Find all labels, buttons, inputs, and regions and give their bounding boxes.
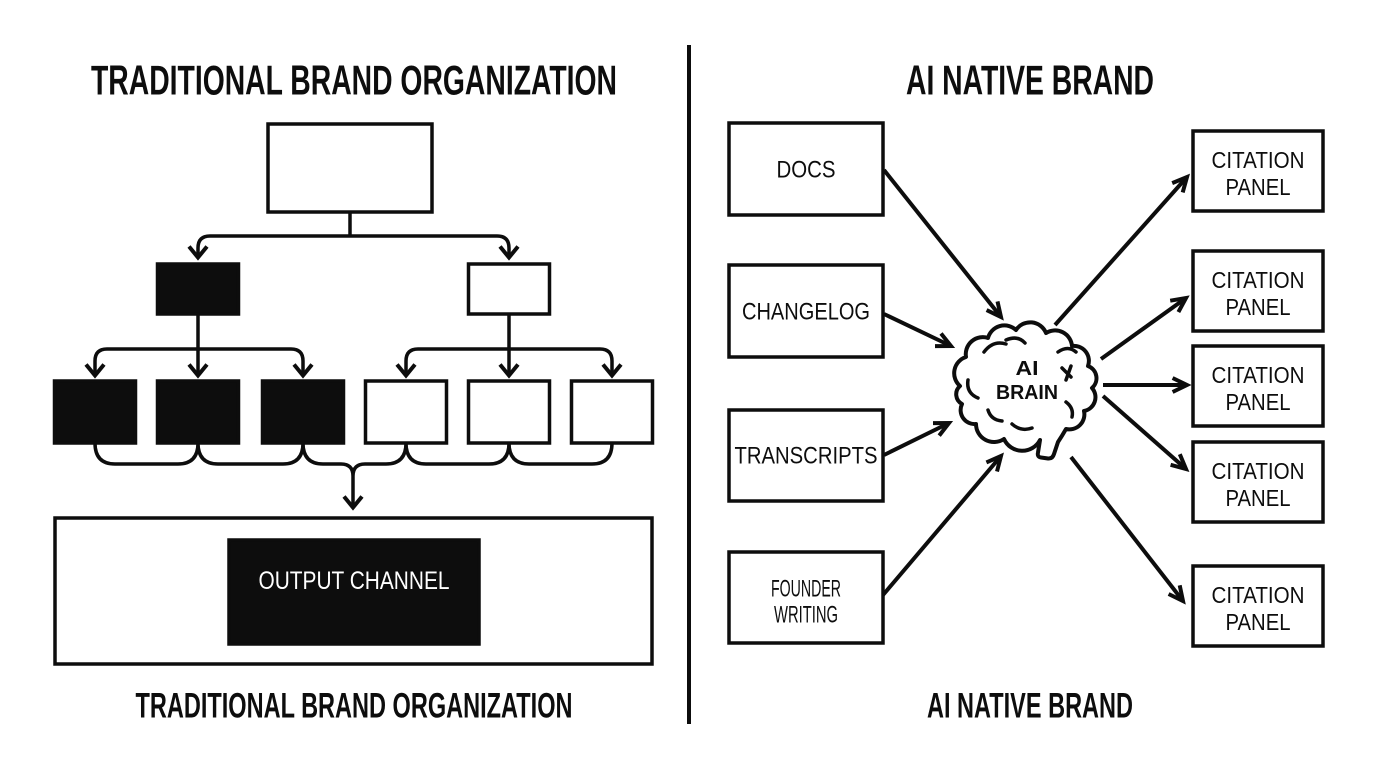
arrowhead-down-icon xyxy=(498,245,520,261)
citation-panel-label-line1: CITATION xyxy=(1212,147,1305,173)
right-title: AI NATIVE BRAND xyxy=(906,57,1154,104)
arrow-transcripts-to-brain xyxy=(883,420,954,457)
arrow-brain-to-panel-5 xyxy=(1069,455,1186,605)
citation-panel-label-line2: PANEL xyxy=(1226,174,1291,200)
citation-panel-5: CITATION PANEL xyxy=(1191,564,1325,648)
arrowhead-icon xyxy=(985,300,1004,321)
arrow-docs-to-brain xyxy=(882,168,1004,321)
arrow-founder-writing-to-brain xyxy=(881,452,1004,597)
arrowhead-icon xyxy=(985,452,1004,472)
org-manager-box-black xyxy=(155,262,241,316)
right-caption: AI NATIVE BRAND xyxy=(927,687,1133,726)
arrowhead-down-icon xyxy=(84,363,106,379)
citation-panel-label-line2: PANEL xyxy=(1226,485,1291,511)
source-label-docs: DOCS xyxy=(777,157,836,184)
arrow-changelog-to-brain xyxy=(883,312,956,349)
citation-panel-3: CITATION PANEL xyxy=(1191,344,1325,428)
source-label-transcripts: TRANSCRIPTS xyxy=(735,443,878,470)
citation-panel-label-line2: PANEL xyxy=(1226,389,1291,415)
citation-panel-4: CITATION PANEL xyxy=(1191,440,1325,524)
arrowhead-down-icon xyxy=(601,363,623,379)
source-label-founder: FOUNDER xyxy=(771,576,841,603)
left-caption: TRADITIONAL BRAND ORGANIZATION xyxy=(136,687,573,726)
arrow-brain-to-panel-4 xyxy=(1101,394,1190,473)
output-channel-label: OUTPUT CHANNEL xyxy=(259,567,450,595)
arrow-brain-to-panel-3 xyxy=(1103,376,1192,394)
source-box-transcripts xyxy=(727,408,885,503)
arrowhead-icon xyxy=(1169,295,1190,314)
citation-panel-2: CITATION PANEL xyxy=(1191,249,1325,333)
left-title: TRADITIONAL BRAND ORGANIZATION xyxy=(91,57,617,104)
source-box-founder-writing xyxy=(727,550,885,645)
org-manager-box-white xyxy=(466,262,552,316)
source-label-changelog: CHANGELOG xyxy=(742,299,870,326)
arrowhead-down-icon xyxy=(187,245,209,261)
output-channel-box xyxy=(227,538,481,646)
citation-panel-label-line1: CITATION xyxy=(1212,458,1305,484)
source-label-writing: WRITING xyxy=(774,602,838,629)
connector-workers-to-output xyxy=(93,442,614,506)
org-worker-box-2 xyxy=(155,379,241,445)
connector-root-to-managers xyxy=(196,212,511,257)
arrowhead-icon xyxy=(934,332,956,349)
source-box-docs xyxy=(727,121,885,217)
connector-left-manager-to-workers xyxy=(93,314,305,374)
arrowhead-icon xyxy=(1171,173,1191,193)
org-worker-box-1 xyxy=(52,379,138,445)
arrowhead-icon xyxy=(1167,584,1186,605)
arrowhead-icon xyxy=(1170,453,1190,473)
arrowhead-down-icon xyxy=(292,363,314,379)
org-worker-box-6 xyxy=(569,379,655,445)
org-worker-box-3 xyxy=(260,379,346,445)
arrowhead-icon xyxy=(932,420,954,437)
source-box-changelog xyxy=(727,263,885,359)
citation-panel-label-line1: CITATION xyxy=(1212,582,1305,608)
arrow-brain-to-panel-1 xyxy=(1053,173,1191,327)
connector-right-manager-to-workers xyxy=(404,314,614,374)
brain-label-line1: AI xyxy=(1016,358,1039,380)
citation-panel-1: CITATION PANEL xyxy=(1191,129,1325,213)
arrowhead-icon xyxy=(1171,376,1192,394)
arrowhead-down-icon xyxy=(498,363,520,379)
brain-icon: AI BRAIN xyxy=(952,320,1099,461)
citation-panel-label-line1: CITATION xyxy=(1212,362,1305,388)
arrowhead-down-icon xyxy=(342,495,364,511)
brain-label-line2: BRAIN xyxy=(996,382,1058,404)
arrowhead-down-icon xyxy=(187,363,209,379)
org-worker-box-4 xyxy=(363,379,449,445)
org-root-box xyxy=(266,122,434,214)
citation-panel-label-line2: PANEL xyxy=(1226,294,1291,320)
citation-panel-label-line2: PANEL xyxy=(1226,609,1291,635)
arrow-brain-to-panel-2 xyxy=(1099,295,1190,361)
org-worker-box-5 xyxy=(466,379,552,445)
citation-panel-label-line1: CITATION xyxy=(1212,267,1305,293)
arrowhead-down-icon xyxy=(395,363,417,379)
